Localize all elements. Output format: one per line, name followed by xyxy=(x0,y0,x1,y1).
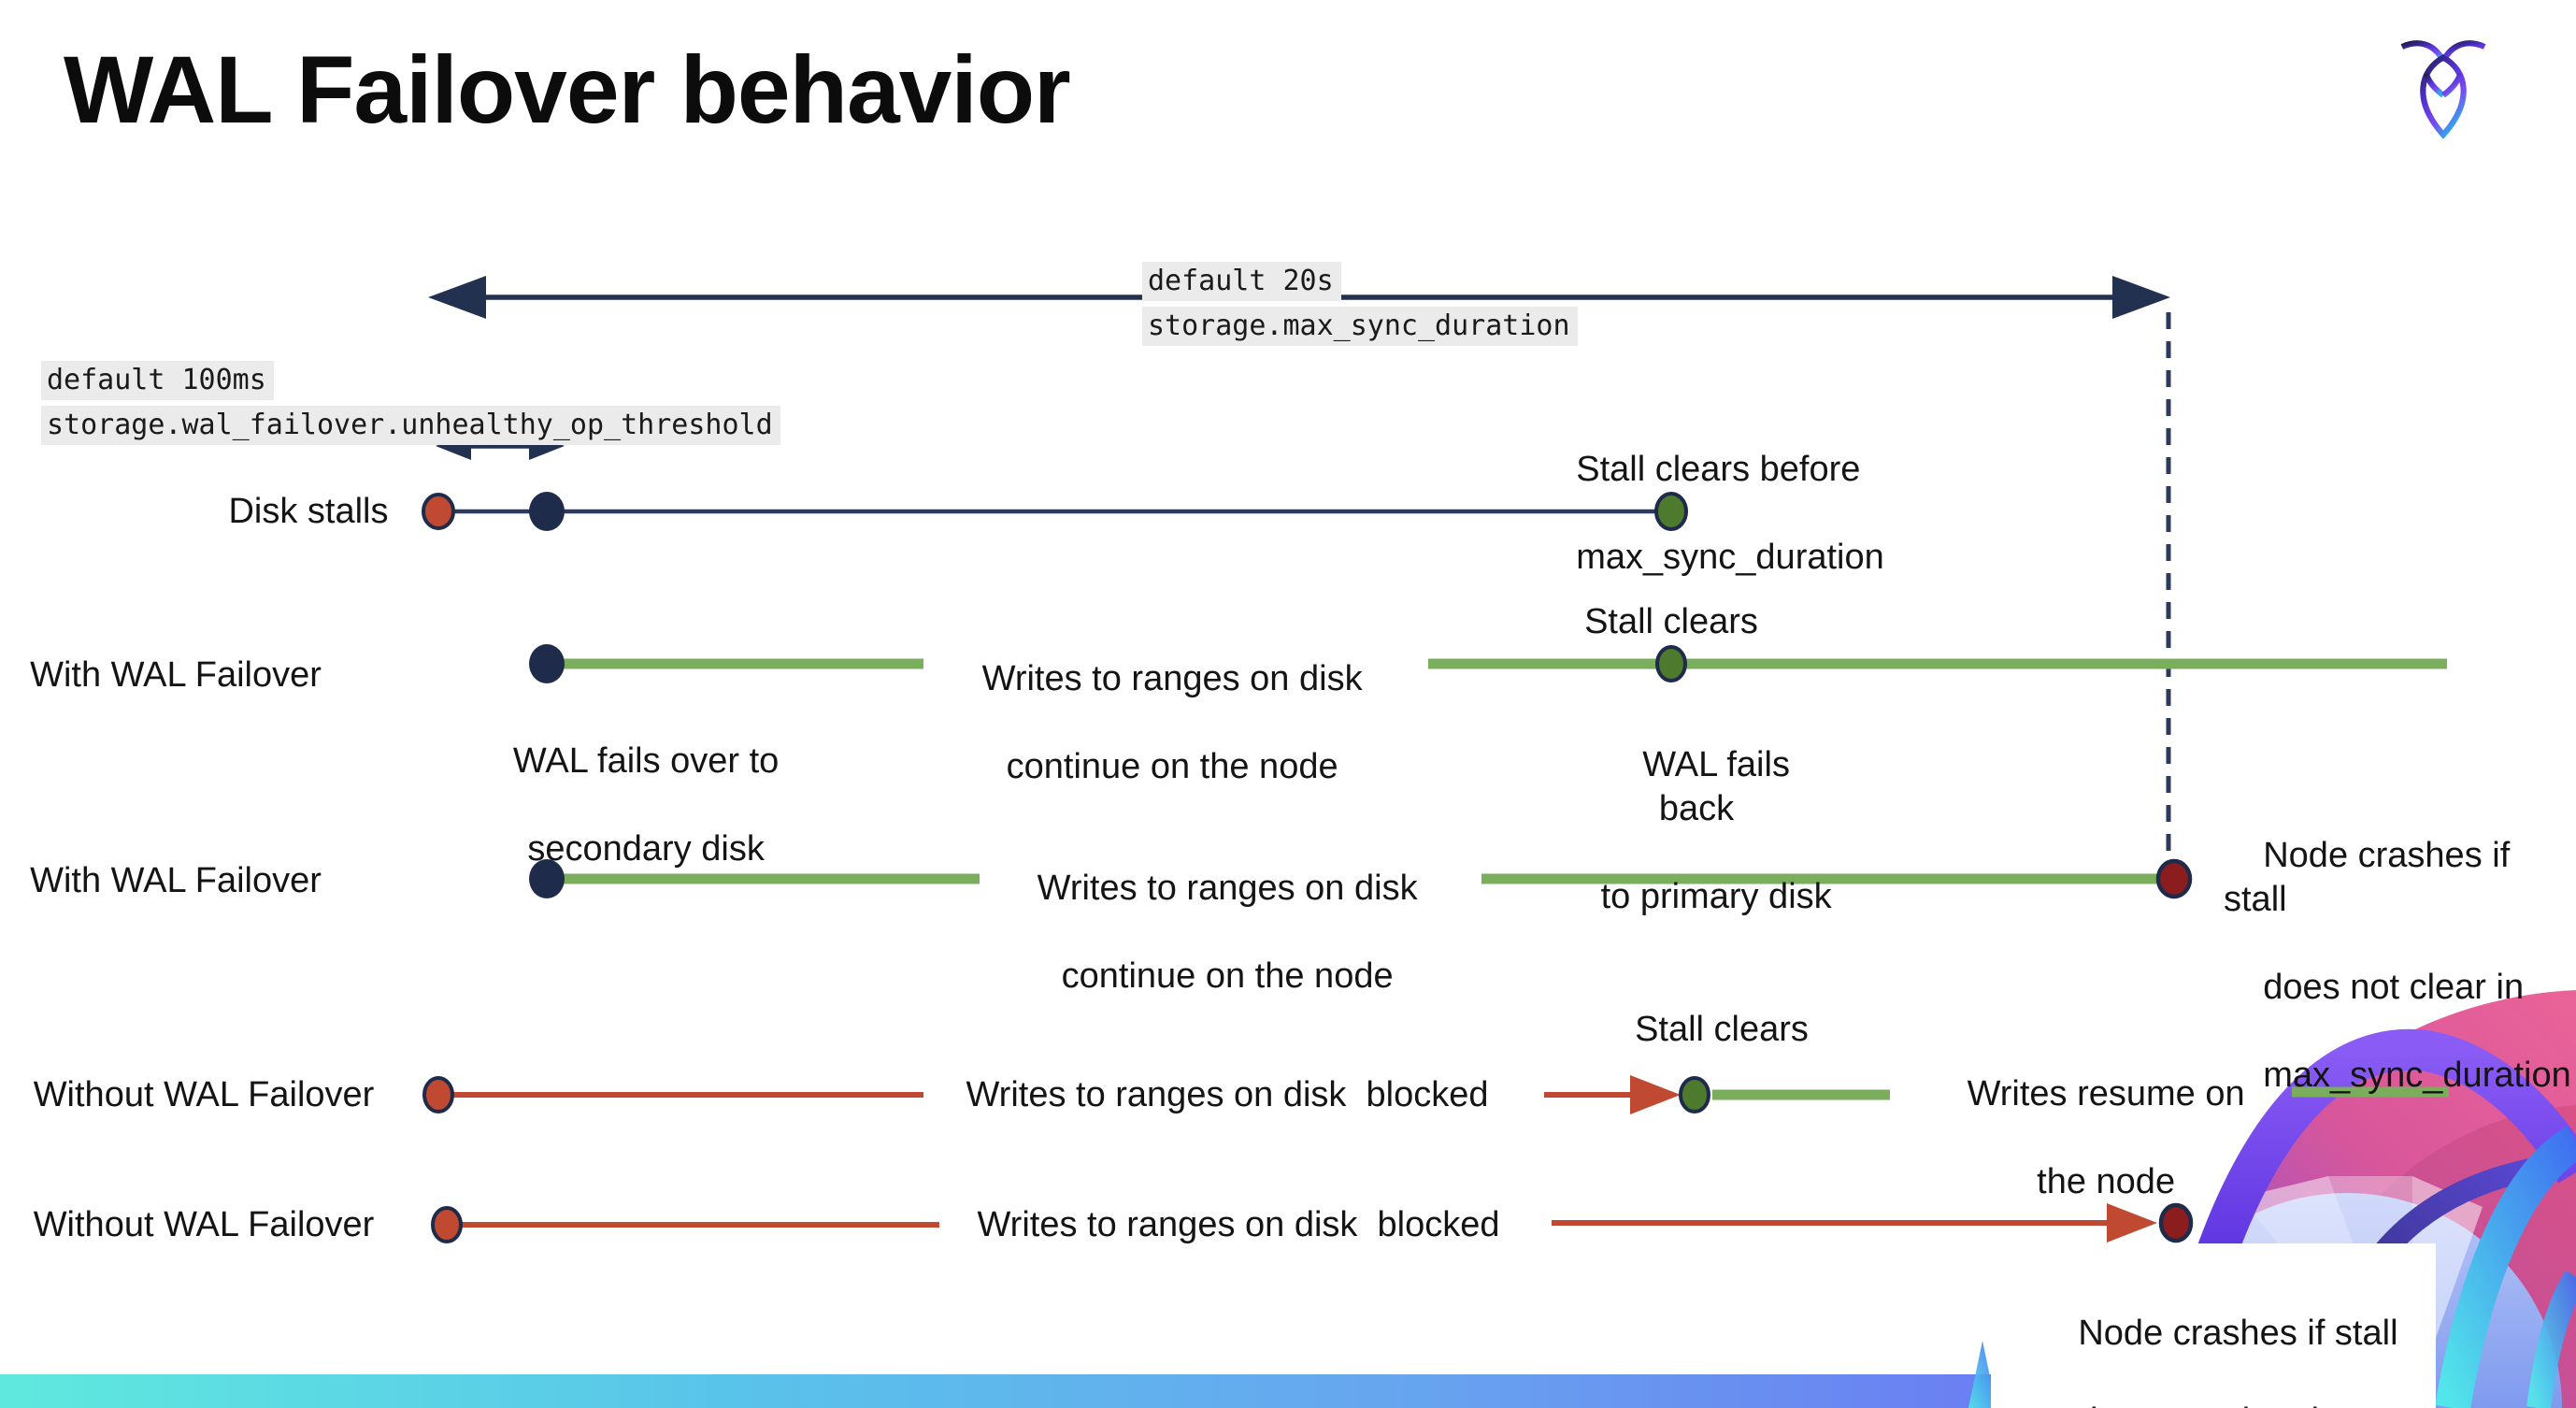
unhealthy-op-threshold-annotation: default 100ms storage.wal_failover.unhea… xyxy=(41,361,780,451)
node-crash-dot xyxy=(2155,858,2193,899)
max-sync-setting-label: storage.max_sync_duration xyxy=(1142,307,1578,346)
cockroachdb-logo-icon xyxy=(2400,40,2486,139)
stall-clears-label: Stall clears xyxy=(1635,1010,1809,1049)
row-label-without-wal-failover-2: Without WAL Failover xyxy=(33,1205,375,1244)
logo-branch-left xyxy=(2423,72,2445,98)
node-crashes-callout-box: Node crashes if stall does not clear in … xyxy=(1991,1243,2436,1408)
art-cyan-arch xyxy=(2435,1126,2576,1408)
logo-branch-right xyxy=(2441,72,2464,98)
unhealthy-op-default-label: default 100ms xyxy=(41,361,780,400)
row-label-disk-stalls: Disk stalls xyxy=(228,492,389,531)
disk-stall-start-dot xyxy=(431,1206,463,1243)
row-label-with-wal-failover-1: With WAL Failover xyxy=(30,655,322,695)
art-cyan-arch-small xyxy=(2526,1270,2576,1408)
page-title: WAL Failover behavior xyxy=(64,36,1071,143)
max-sync-default-label: default 20s xyxy=(1142,262,1578,301)
writes-continue-label: Writes to ranges on disk continue on the… xyxy=(1037,869,1418,996)
max-sync-duration-annotation: default 20s storage.max_sync_duration xyxy=(1142,262,1578,352)
writes-continue-label: Writes to ranges on disk continue on the… xyxy=(981,659,1363,786)
arrowhead-right-icon xyxy=(2112,276,2170,319)
stall-clears-dot xyxy=(1679,1076,1710,1113)
stall-clears-label: Stall clears xyxy=(1584,602,1758,641)
stall-clears-dot xyxy=(1655,645,1687,682)
arrowhead-left-icon xyxy=(428,276,486,319)
wal-failover-dot xyxy=(529,644,565,683)
stall-clears-before-label: Stall clears before max_sync_duration xyxy=(1576,450,1884,577)
node-crashes-label: Node crashes if stall does not clear in … xyxy=(2078,1314,2398,1408)
wal-fails-back-label: WAL fails back to primary disk xyxy=(1600,745,1832,916)
writes-blocked-label: Writes to ranges on disk blocked xyxy=(977,1205,1500,1244)
row-label-with-wal-failover-2: With WAL Failover xyxy=(30,861,322,900)
art-cyan-sliver xyxy=(1968,1341,1996,1408)
writes-resume-label: Writes resume on the node xyxy=(1967,1074,2245,1201)
wal-failover-dot xyxy=(529,859,565,898)
stall-clears-dot xyxy=(1654,492,1688,531)
red-arrowhead-icon xyxy=(1630,1075,1681,1114)
unhealthy-op-setting-label: storage.wal_failover.unhealthy_op_thresh… xyxy=(41,406,780,445)
wal-fails-over-label: WAL fails over to secondary disk xyxy=(512,741,780,869)
row-label-without-wal-failover-1: Without WAL Failover xyxy=(33,1075,375,1114)
disk-stall-start-dot xyxy=(422,493,455,530)
failover-threshold-dot xyxy=(529,492,565,531)
disk-stall-start-dot xyxy=(422,1076,454,1113)
red-arrowhead-icon xyxy=(2107,1203,2157,1243)
writes-blocked-label: Writes to ranges on disk blocked xyxy=(966,1075,1489,1114)
node-crashes-label: Node crashes if stall does not clear in … xyxy=(2224,836,2571,1095)
node-crash-dot xyxy=(2158,1202,2194,1243)
